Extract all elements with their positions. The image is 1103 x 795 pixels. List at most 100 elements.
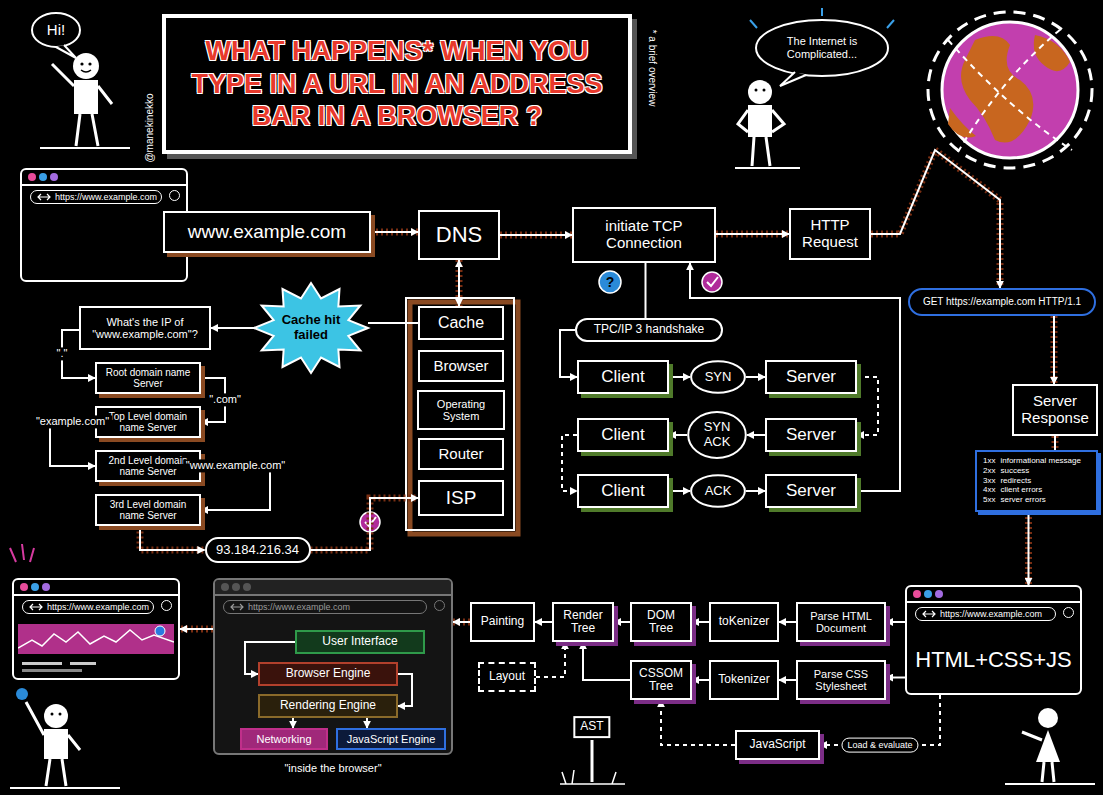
connector — [669, 490, 690, 492]
connector — [500, 234, 572, 236]
figure-head — [73, 53, 99, 79]
nav-arrow — [923, 611, 935, 617]
question-badge — [599, 271, 621, 293]
node-text: Server — [786, 367, 836, 386]
process-box: JavaScript Engine — [336, 728, 446, 750]
process-box: toKenizer — [709, 602, 779, 642]
text-line — [22, 669, 82, 672]
figure-body — [1036, 730, 1060, 762]
node-text: Browser — [433, 358, 488, 375]
rounded-box: GET https://example.com HTTP/1.1 — [908, 288, 1096, 316]
rounded-box: TPC/IP 3 handshake — [575, 318, 723, 342]
globe-land — [1034, 35, 1070, 71]
banner-chart — [18, 630, 174, 648]
connector — [692, 679, 709, 681]
connector-trail — [180, 626, 213, 633]
node-text: DNS — [436, 223, 482, 248]
node-text: toKenizer — [719, 615, 770, 628]
connector — [140, 526, 205, 550]
figure-eye — [88, 62, 91, 65]
page-illustration — [18, 620, 174, 676]
edge-label: "www.example.com" — [183, 459, 289, 472]
cache-frame — [406, 298, 514, 530]
user-icon — [161, 600, 172, 611]
node-text: Browser Engine — [286, 667, 371, 680]
process-box: Rendering Engine — [258, 694, 398, 718]
connector — [779, 679, 796, 681]
node-text: 2nd Level domain name Server — [102, 455, 194, 477]
connector — [1054, 436, 1056, 450]
connector-trail — [1052, 436, 1059, 450]
figure-limbs — [26, 702, 80, 786]
figure-limbs — [52, 64, 112, 146]
connector — [871, 150, 1000, 288]
connector — [886, 677, 905, 679]
window-dot — [243, 583, 251, 591]
node-text: JavaScript Engine — [347, 733, 436, 745]
globe-route — [948, 40, 1072, 150]
address-text: https://www.example.com — [940, 609, 1042, 619]
address-text: https://www.example.com — [47, 602, 149, 612]
node-text: Router — [438, 446, 483, 463]
connector — [1028, 512, 1030, 585]
ellipse-shape — [691, 361, 745, 392]
connector — [368, 322, 418, 324]
process-box: Networking — [240, 728, 328, 750]
status-box: 1xxinformational message2xxsuccess3xxred… — [975, 450, 1098, 512]
bubble-tail — [56, 45, 76, 58]
process-box: Cache — [418, 306, 504, 340]
window-dot — [42, 583, 50, 591]
connector — [669, 434, 687, 436]
process-box: www.example.com — [163, 211, 371, 253]
connector — [366, 718, 368, 728]
figure-eye — [80, 62, 83, 65]
connector — [535, 621, 552, 623]
figure-eye — [763, 89, 766, 92]
node-text: Server — [786, 481, 836, 500]
figure-limbs — [738, 110, 784, 166]
process-box: Parse HTML Document — [796, 602, 886, 642]
process-box: ISP — [418, 480, 504, 516]
address-bar: https://www.example.com — [22, 600, 154, 614]
node-text: Cache — [438, 314, 484, 332]
node-text: Layout — [489, 670, 525, 683]
process-box: Router — [418, 438, 504, 470]
browser-window: https://www.example.comHTML+CSS+JS — [905, 585, 1082, 695]
connector-trail — [371, 229, 418, 236]
connector — [50, 422, 95, 466]
note-label: The Internet is Complicated... — [767, 35, 877, 60]
node-text: Painting — [481, 615, 524, 628]
process-box: DOM Tree — [630, 602, 692, 642]
spark-rays — [10, 544, 34, 562]
title-text: WHAT HAPPENS* WHEN YOU TYPE IN A URL IN … — [166, 35, 628, 132]
grass — [560, 770, 625, 784]
node-text: Server Response — [1019, 393, 1091, 427]
process-box: Client — [577, 474, 669, 508]
node-text: SYN — [705, 370, 732, 385]
browser-panel: https://www.example.comUser InterfaceBro… — [213, 578, 453, 755]
connector — [645, 263, 647, 318]
globe — [942, 22, 1078, 158]
process-box: Server — [765, 418, 857, 452]
ground-line — [1005, 783, 1095, 785]
rounded-box: 93.184.216.34 — [205, 537, 311, 563]
node-text: User Interface — [322, 635, 397, 648]
window-dot — [20, 583, 28, 591]
process-box: Browser — [418, 350, 504, 382]
address-bar: https://www.example.com — [223, 600, 427, 614]
node-text: CSSOM Tree — [637, 667, 685, 694]
figure-head — [748, 80, 772, 104]
edge-label: "." — [54, 347, 71, 360]
edge-label: "example.com" — [33, 415, 112, 428]
connector — [201, 466, 270, 510]
window-dot — [221, 583, 229, 591]
node-text: 1xx — [983, 457, 995, 466]
text-line — [22, 662, 62, 665]
ellipse-node: SYN — [690, 360, 746, 394]
ground-line — [10, 787, 120, 789]
connector — [692, 621, 709, 623]
process-box: User Interface — [295, 630, 425, 654]
node-text: client errors — [1000, 486, 1080, 495]
process-box: Client — [577, 360, 669, 394]
